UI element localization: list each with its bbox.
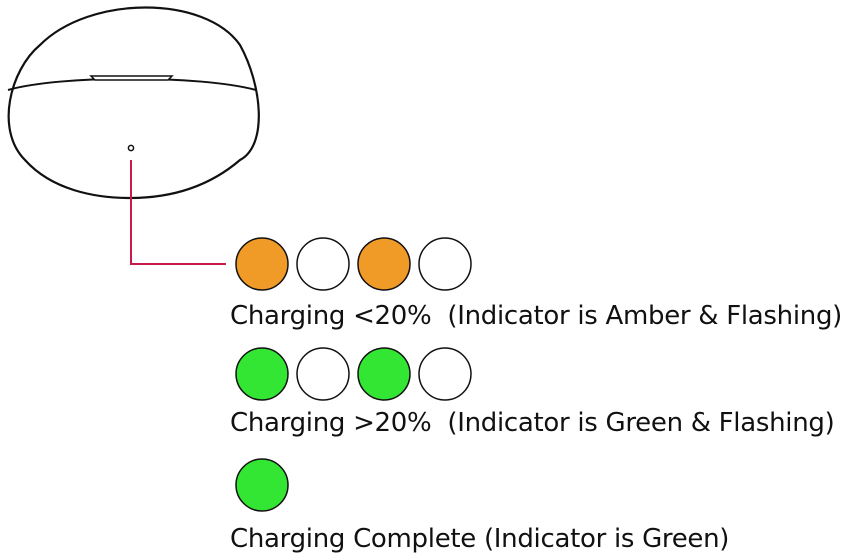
light-amber-row1-1	[235, 237, 289, 291]
case-lid-latch	[89, 75, 174, 81]
light-green-row3-1	[235, 458, 289, 512]
case-body	[7, 6, 260, 200]
state-caption-low: Charging <20% (Indicator is Amber & Flas…	[230, 301, 843, 331]
light-green-row2-3	[357, 347, 411, 401]
indicator-lights	[235, 237, 472, 512]
indicator-led	[127, 144, 135, 152]
state-caption-high: Charging >20% (Indicator is Green & Flas…	[230, 408, 835, 438]
light-off-row2-2	[296, 347, 350, 401]
leader-line	[130, 160, 226, 265]
charging-case	[7, 6, 260, 200]
state-caption-complete: Charging Complete (Indicator is Green)	[230, 524, 730, 554]
light-amber-row1-3	[357, 237, 411, 291]
light-green-row2-1	[235, 347, 289, 401]
light-off-row1-2	[296, 237, 350, 291]
light-off-row1-4	[418, 237, 472, 291]
light-off-row2-4	[418, 347, 472, 401]
